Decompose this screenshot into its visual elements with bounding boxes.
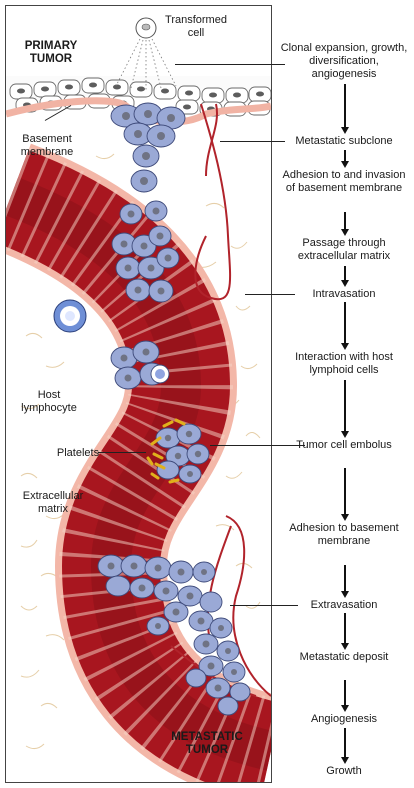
arrow-10 [341, 680, 349, 712]
host-lymphocyte-cell [53, 299, 87, 333]
leader-clonal [175, 64, 285, 65]
step-extravasation: Extravasation [310, 599, 378, 611]
step-host-lymphoid: Interaction with host lymphoid cells [295, 351, 393, 376]
step-growth: Growth [326, 765, 362, 777]
metastatic-tumor-label: METASTATIC TUMOR [171, 731, 243, 756]
arrow-3 [341, 212, 349, 236]
arrow-1 [341, 84, 349, 134]
primary-tumor-label: PRIMARY TUMOR [24, 40, 78, 65]
leader-extravasation [230, 605, 298, 606]
step-clonal-expansion: Clonal expansion, growth, diversificatio… [280, 42, 408, 80]
step-tumor-embolus: Tumor cell embolus [296, 439, 392, 451]
basement-membrane-label: Basement membrane [20, 133, 74, 158]
leader-platelets [98, 452, 146, 453]
arrow-7 [341, 468, 349, 521]
transformed-cell [115, 17, 177, 90]
arrow-8 [341, 565, 349, 598]
step-adhesion-bm: Adhesion to basement membrane [289, 522, 399, 547]
platelets-label: Platelets [56, 447, 100, 459]
extracellular-matrix-label: Extracellular matrix [22, 490, 84, 515]
host-lymphocyte-label: Host lymphocyte [21, 389, 77, 414]
arrow-4 [341, 266, 349, 287]
metastasis-illustration: Transformed cell PRIMARY TUMOR Basement … [5, 5, 272, 783]
step-adhesion-invasion: Adhesion to and invasion of basement mem… [282, 169, 406, 194]
step-metastatic-subclone: Metastatic subclone [295, 135, 393, 147]
leader-subclone [220, 141, 285, 142]
arrow-11 [341, 728, 349, 764]
subclone-nuclei [120, 110, 175, 295]
step-intravasation: Intravasation [312, 288, 376, 300]
step-angiogenesis: Angiogenesis [310, 713, 378, 725]
leader-intravasation [245, 294, 295, 295]
arrow-2 [341, 150, 349, 168]
platelet-aggregates [146, 418, 186, 484]
arrow-9 [341, 613, 349, 650]
transformed-cell-label: Transformed cell [165, 14, 227, 39]
step-metastatic-deposit: Metastatic deposit [299, 651, 389, 663]
arrow-5 [341, 302, 349, 350]
step-passage-ecm: Passage through extracellular matrix [297, 237, 391, 262]
illustration-canvas [6, 17, 271, 782]
leader-embolus [210, 445, 305, 446]
arrow-6 [341, 380, 349, 438]
